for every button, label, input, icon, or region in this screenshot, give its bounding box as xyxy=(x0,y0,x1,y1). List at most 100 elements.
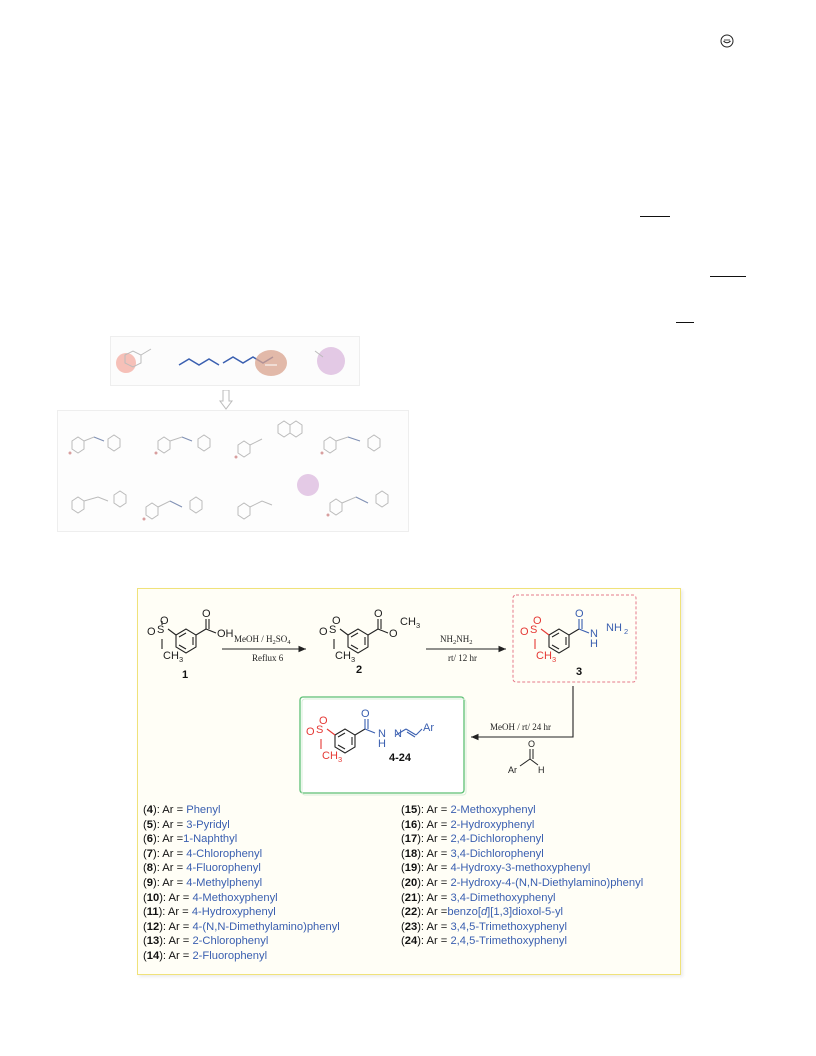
atom-label: CH xyxy=(163,650,179,662)
compound-1-structure xyxy=(161,619,217,654)
reagent-step1: MeOH / H2SO4 xyxy=(234,634,291,646)
compound-separator: ): Ar = xyxy=(417,804,451,816)
svg-text:N: N xyxy=(394,728,402,740)
svg-text:S: S xyxy=(530,624,537,636)
aryl-substituent: 4-Chlorophenyl xyxy=(186,847,263,860)
svg-text:Ar: Ar xyxy=(508,765,517,775)
svg-text:H: H xyxy=(538,765,545,775)
aryl-substituent: 4-(N,N-Dimethylamino)phenyl xyxy=(192,920,340,933)
compound-number: 13 xyxy=(146,935,160,948)
svg-text:O: O xyxy=(533,615,542,627)
compound-number: 17 xyxy=(404,833,418,846)
compound-number: 24 xyxy=(404,935,418,948)
compound-entry: (14): Ar = 2-Fluorophenyl xyxy=(143,949,268,962)
svg-text:N: N xyxy=(378,728,386,740)
aryl-substituent: 2-Hydroxy-4-(N,N-Diethylamino)phenyl xyxy=(450,876,644,889)
svg-text:O: O xyxy=(332,615,341,627)
compound-separator: ): Ar = xyxy=(417,906,448,919)
compound-separator: ): Ar = xyxy=(417,833,451,846)
compound-separator: ): Ar = xyxy=(417,935,451,948)
svg-text:CH: CH xyxy=(322,750,338,762)
svg-text:S: S xyxy=(329,624,336,636)
compound-entry: (20): Ar = 2-Hydroxy-4-(N,N-Diethylamino… xyxy=(401,876,644,889)
compound-separator: ): Ar = xyxy=(417,876,451,889)
svg-text:H: H xyxy=(378,738,386,750)
reagent-step2: NH2NH2 xyxy=(440,634,473,646)
compound-separator: ): Ar = xyxy=(152,818,187,831)
compound-label-1: 1 xyxy=(182,669,188,681)
aryl-substituent: 3,4-Dichlorophenyl xyxy=(450,847,544,860)
compound-number: 21 xyxy=(404,891,418,904)
compound-label-2: 2 xyxy=(356,664,362,676)
aryl-substituent: 4-Methylphenyl xyxy=(186,876,263,889)
compound-entry: (23): Ar = 3,4,5-Trimethoxyphenyl xyxy=(401,920,567,933)
compound-separator: ): Ar = xyxy=(152,847,187,860)
atom-label: S xyxy=(157,624,164,636)
aryl-substituent: Phenyl xyxy=(186,804,221,816)
aryl-substituent: 2,4,5-Trimethoxyphenyl xyxy=(450,935,567,948)
svg-text:O: O xyxy=(528,739,535,749)
compound-separator: ): Ar = xyxy=(152,862,187,875)
compound-entry: (9): Ar = 4-Methylphenyl xyxy=(143,876,263,889)
compound-separator: ): Ar = xyxy=(152,876,187,889)
text-underline-mark xyxy=(640,216,670,217)
svg-text:O: O xyxy=(520,626,529,638)
svg-text:Ar: Ar xyxy=(423,722,434,734)
compound-label-4-24: 4-24 xyxy=(389,752,412,764)
aryl-substituent: 4-Methoxyphenyl xyxy=(192,891,278,904)
compound-separator: ): Ar = xyxy=(152,833,184,846)
compound-separator: ): Ar = xyxy=(158,906,192,919)
compound-label-3: 3 xyxy=(576,666,582,678)
compound-entry: (21): Ar = 3,4-Dimethoxyphenyl xyxy=(401,891,556,904)
aryl-substituent: 2-Hydroxyphenyl xyxy=(450,818,535,831)
compound-2-structure xyxy=(333,619,389,654)
compound-separator: ): Ar = xyxy=(417,818,451,831)
compound-entry: (8): Ar = 4-Fluorophenyl xyxy=(143,862,261,875)
atom-label: O xyxy=(202,608,211,620)
aryl-substituent: 2-Methoxyphenyl xyxy=(450,804,536,816)
compound-entry: (22): Ar =benzo[d][1,3]dioxol-5-yl xyxy=(401,906,564,919)
compound-entry: (5): Ar = 3-Pyridyl xyxy=(143,818,230,831)
compound-number: 11 xyxy=(146,906,159,919)
compound-number: 5 xyxy=(146,818,153,831)
compound-number: 6 xyxy=(146,833,153,846)
compound-number: 20 xyxy=(404,876,418,889)
svg-text:3: 3 xyxy=(351,655,355,664)
aryl-substituent: 3,4-Dimethoxyphenyl xyxy=(450,891,556,904)
text-underline-mark xyxy=(676,322,694,323)
condition-step1: Reflux 6 xyxy=(252,653,284,663)
journal-logo-icon xyxy=(720,34,734,48)
aryl-substituent: 4-Hydroxy-3-methoxyphenyl xyxy=(450,862,591,875)
svg-text:O: O xyxy=(389,628,398,640)
aryl-substituent: 4-Fluorophenyl xyxy=(186,862,261,875)
compound-entry: (10): Ar = 4-Methoxyphenyl xyxy=(143,891,278,904)
condition-step2: rt/ 12 hr xyxy=(448,653,477,663)
svg-text:NH: NH xyxy=(606,622,622,634)
svg-text:H: H xyxy=(590,638,598,650)
compound-number: 9 xyxy=(146,876,153,889)
compound-number: 10 xyxy=(146,891,160,904)
faded-graphic-top xyxy=(110,336,360,386)
aryl-substituent: 1-Naphthyl xyxy=(183,833,238,846)
compound-separator: ): Ar = xyxy=(159,949,193,962)
compound-separator: ): Ar = xyxy=(159,891,193,904)
compound-entry: (7): Ar = 4-Chlorophenyl xyxy=(143,847,263,860)
compound-list-right: (15): Ar = 2-Methoxyphenyl(16): Ar = 2-H… xyxy=(401,803,643,949)
compound-separator: ): Ar = xyxy=(417,891,451,904)
svg-text:O: O xyxy=(319,626,328,638)
compound-entry: (17): Ar = 2,4-Dichlorophenyl xyxy=(401,833,544,846)
compound-separator: ): Ar = xyxy=(159,935,193,948)
svg-text:O: O xyxy=(575,608,584,620)
aryl-substituent: 3-Pyridyl xyxy=(186,818,230,831)
compound-3-structure xyxy=(534,619,590,654)
compound-separator: ): Ar = xyxy=(417,862,451,875)
compound-number: 14 xyxy=(146,949,160,962)
svg-text:3: 3 xyxy=(552,655,556,664)
svg-text:2: 2 xyxy=(624,627,628,636)
atom-subscript: 3 xyxy=(179,655,183,664)
compound-number: 8 xyxy=(146,862,153,875)
svg-text:O: O xyxy=(374,608,383,620)
compound-entry: (15): Ar = 2-Methoxyphenyl xyxy=(401,804,536,816)
svg-text:3: 3 xyxy=(338,755,342,764)
text-underline-mark xyxy=(710,276,746,277)
